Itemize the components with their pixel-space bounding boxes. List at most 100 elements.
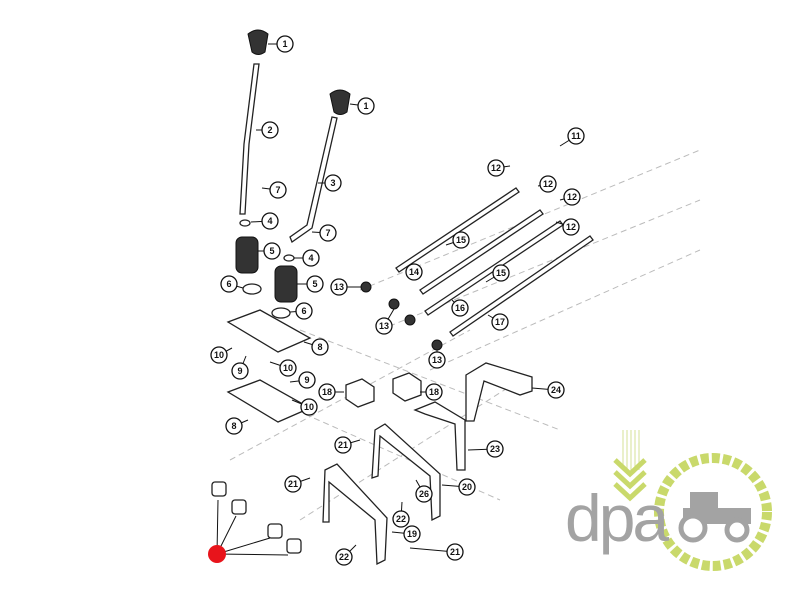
callout-circle [451,299,469,317]
callout-circle [403,525,421,543]
callout-circle [261,121,279,139]
callout-21: 21 [409,543,464,561]
callout-circle [311,338,329,356]
callout-9: 9 [289,371,316,389]
callout-circle [357,97,375,115]
callout-18: 18 [318,383,344,401]
callout-circle [425,383,443,401]
callout-number: 11 [571,131,581,141]
callout-16: 16 [451,299,469,317]
callout-circle [261,212,279,230]
callout-circle [210,346,228,364]
callout-circle [330,278,348,296]
callout-number: 16 [455,303,465,313]
callout-17: 17 [487,313,509,331]
block-18b [392,372,422,402]
callout-18: 18 [420,383,443,401]
dpa-logo: dpa [565,430,780,580]
part-drawings [211,29,594,566]
fork-19 [322,463,388,566]
callout-7: 7 [311,224,337,242]
callout-circle [452,231,470,249]
callout-10: 10 [291,398,318,416]
bushing-13c [404,314,416,326]
rail-14a [395,187,520,273]
callout-number: 15 [496,268,506,278]
callout-labels: 1123774455661112121212151514131313161788… [210,35,585,566]
callout-1: 1 [349,97,375,115]
callout-number: 21 [288,479,298,489]
callout-number: 9 [237,366,242,376]
callout-circle [458,478,476,496]
callout-21: 21 [284,475,311,493]
callout-number: 23 [490,444,500,454]
callout-number: 13 [432,355,442,365]
callout-circle [405,263,423,281]
callout-circle [225,417,243,435]
callout-6: 6 [220,275,244,293]
logo-text: dpa [565,481,669,555]
callout-circle [335,548,353,566]
callout-number: 12 [567,192,577,202]
callout-circle [563,188,581,206]
boot-5b [274,265,298,303]
callout-number: 10 [304,402,314,412]
callout-number: 18 [429,387,439,397]
highlight-marker[interactable] [208,545,226,563]
fork-24 [465,362,533,422]
callout-number: 19 [407,529,417,539]
callout-22: 22 [392,501,410,528]
plate-8b [226,379,312,423]
callout-circle [486,440,504,458]
boot-5a [235,236,259,274]
callout-12: 12 [537,175,557,193]
callout-number: 8 [231,421,236,431]
callout-10: 10 [269,359,297,377]
callout-number: 5 [269,246,274,256]
callout-number: 7 [325,228,330,238]
callout-number: 10 [283,363,293,373]
interlock-b [231,499,247,515]
callout-number: 9 [304,375,309,385]
callout-circle [306,275,324,293]
callout-15: 15 [485,264,510,283]
marker-leaders [216,499,289,556]
plate-8a [226,309,312,353]
callout-number: 2 [267,125,272,135]
callout-circle [269,181,287,199]
callout-circle [547,381,565,399]
callout-number: 10 [214,350,224,360]
callout-number: 17 [495,317,505,327]
callout-number: 4 [308,253,313,263]
callout-5: 5 [297,275,324,293]
callout-11: 11 [559,127,585,147]
callout-circle [428,351,446,369]
bushing-13b [388,298,400,310]
callout-number: 15 [456,235,466,245]
callout-number: 21 [450,547,460,557]
callout-7: 7 [261,181,287,199]
callout-circle [298,371,316,389]
callout-24: 24 [531,381,565,399]
callout-number: 26 [419,489,429,499]
interlock-a [211,481,227,497]
lever-3 [289,116,338,244]
ring-4b [283,254,295,262]
callout-12: 12 [559,188,581,206]
callout-number: 24 [551,385,561,395]
callout-circle [220,275,238,293]
callout-6: 6 [289,302,313,320]
bushing-13a [360,281,372,293]
callout-1: 1 [268,35,294,53]
callout-circle [295,302,313,320]
fork-23 [413,401,466,471]
callout-number: 8 [317,342,322,352]
callout-3: 3 [318,174,342,192]
callout-number: 6 [226,279,231,289]
ring-6b [271,307,291,319]
callout-12: 12 [555,218,580,236]
callout-circle [334,436,352,454]
callout-number: 12 [566,222,576,232]
callout-19: 19 [391,525,421,543]
